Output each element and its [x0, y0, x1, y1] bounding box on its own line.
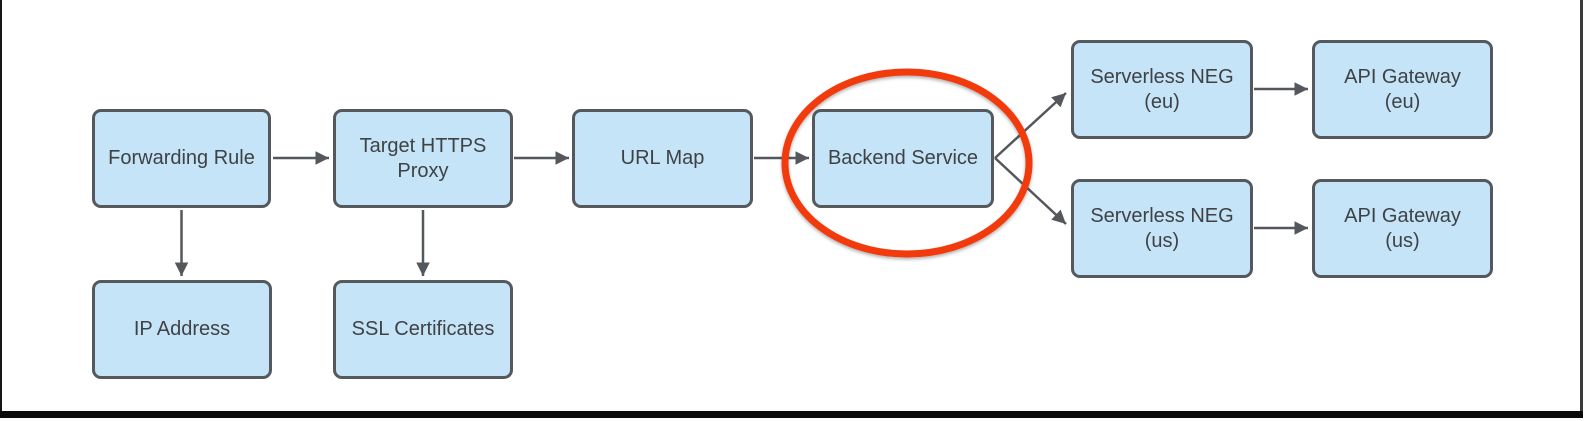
node-ip-address: IP Address	[92, 280, 272, 379]
node-api-gateway-eu: API Gateway (eu)	[1312, 40, 1493, 139]
node-ssl-certificates: SSL Certificates	[333, 280, 513, 379]
node-backend-service: Backend Service	[812, 109, 994, 208]
frame-edge-left	[0, 0, 2, 418]
frame-edge-bottom	[0, 411, 1583, 418]
arrow-backendservice-serverlessnegeu	[994, 92, 1067, 159]
node-serverless-neg-eu: Serverless NEG (eu)	[1071, 40, 1253, 139]
node-url-map: URL Map	[572, 109, 753, 208]
node-api-gateway-us: API Gateway (us)	[1312, 179, 1493, 278]
node-target-https-proxy: Target HTTPS Proxy	[333, 109, 513, 208]
node-serverless-neg-us: Serverless NEG (us)	[1071, 179, 1253, 278]
node-forwarding-rule: Forwarding Rule	[92, 109, 271, 208]
frame-edge-right	[1580, 0, 1583, 418]
arrow-backendservice-serverlessnegus	[994, 157, 1067, 225]
